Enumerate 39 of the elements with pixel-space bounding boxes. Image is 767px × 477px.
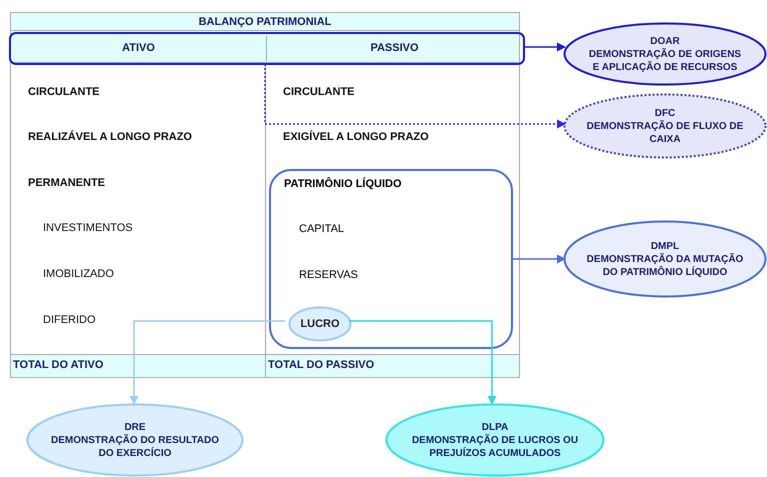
column-header: ATIVO <box>121 42 156 54</box>
profit-ellipse <box>288 306 352 342</box>
report-name: DEMONSTRAÇÃO DO RESULTADO DO EXERCÍCIO <box>50 434 220 460</box>
account-label: IMOBILIZADO <box>43 268 114 280</box>
account-label: CIRCULANTE <box>28 86 100 98</box>
report-name: DEMONSTRAÇÃO DA MUTAÇÃO DO PATRIMÔNIO LÍQUIDO <box>586 252 744 278</box>
account-label: INVESTIMENTOS <box>43 222 133 234</box>
total-label: TOTAL DO ATIVO <box>13 359 104 371</box>
account-label: DIFERIDO <box>43 314 96 326</box>
arrow <box>524 42 566 52</box>
report-acronym: DFC <box>654 106 676 120</box>
report-ellipse <box>563 93 767 159</box>
account-label: CIRCULANTE <box>283 86 354 98</box>
account-label: PERMANENTE <box>28 177 106 189</box>
item-text: RESERVAS <box>299 269 358 281</box>
arrow <box>264 64 566 128</box>
account-label: REALIZÁVEL A LONGO PRAZO <box>28 131 192 143</box>
table-title: BALANÇO PATRIMONIAL <box>11 13 519 31</box>
report-ellipse <box>385 403 605 477</box>
report-ellipse <box>26 403 244 477</box>
group-heading: PATRIMÔNIO LÍQUIDO <box>284 178 402 190</box>
account-label: EXIGÍVEL A LONGO PRAZO <box>283 131 429 143</box>
report-ellipse <box>563 220 767 298</box>
arrow <box>349 320 496 405</box>
report-name: DEMONSTRAÇÃO DE ORIGENS E APLICAÇÃO DE RECURSOS <box>588 48 742 74</box>
arrow <box>130 320 285 405</box>
node-label: LUCRO <box>300 318 340 330</box>
item-text: CAPITAL <box>299 223 344 235</box>
report-acronym: DMPL <box>650 240 680 252</box>
arrow <box>512 254 566 264</box>
report-ellipse <box>563 22 767 86</box>
total-label: TOTAL DO PASSIVO <box>268 359 374 371</box>
report-acronym: DLPA <box>482 420 508 434</box>
report-acronym: DRE <box>124 420 146 434</box>
equity-box <box>269 169 513 349</box>
report-acronym: DOAR <box>650 34 680 48</box>
column-header: PASSIVO <box>369 42 420 54</box>
report-name: DEMONSTRAÇÃO DE LUCROS OU PREJUÍZOS ACUMULADOS <box>410 434 580 460</box>
report-name: DEMONSTRAÇÃO DE FLUXO DE CAIXA <box>586 120 744 146</box>
